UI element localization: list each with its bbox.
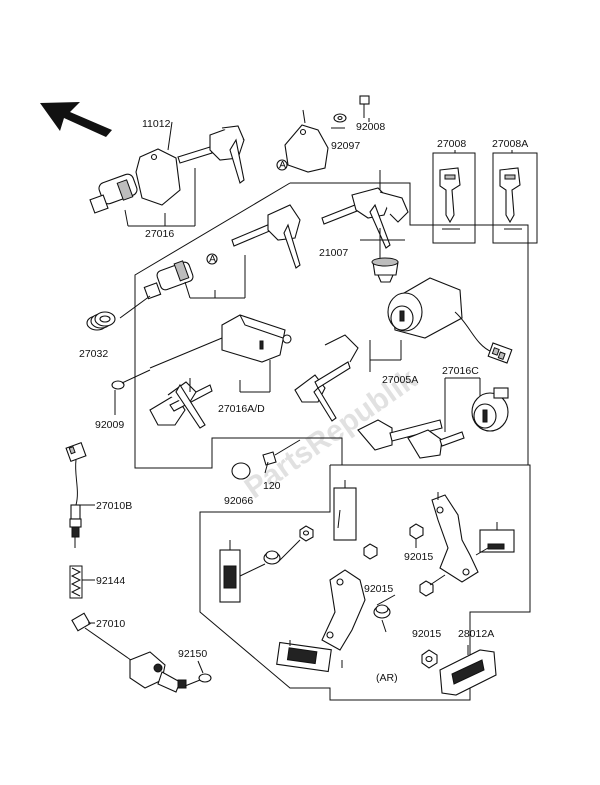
screw-92150 [184,673,212,687]
plate-11012 [135,148,181,206]
label-27016AD: 27016A/D [218,403,265,415]
label-120: 120 [263,480,281,492]
collar-center [373,604,391,619]
screw-92009 [111,369,151,390]
lock-cylinder-27016 [89,173,138,214]
bracket-right [431,492,479,583]
spring-92144 [69,565,83,599]
label-92144: 92144 [96,575,125,587]
key-tag-27008 [432,152,476,244]
label-27010: 27010 [96,618,125,630]
direction-arrow-icon [40,102,112,137]
key-middle-left [231,204,301,269]
label-92015-right: 92015 [404,551,433,563]
label-92008: 92008 [356,121,385,133]
key-tag-27008A [492,152,538,244]
key-pair-27016C [357,419,465,459]
label-92097: 92097 [331,140,360,152]
key-top-left [177,125,245,184]
cap-92066 [231,462,251,480]
label-21007: 21007 [319,247,348,259]
pad-28012A [439,649,497,696]
key-seat-left [149,381,213,429]
label-27010B: 27010B [96,500,132,512]
key-pair-21007 [321,187,409,249]
ignition-switch-27005A [387,277,513,364]
lock-cylinder-27016C [471,387,509,432]
label-28012A: 28012A [458,628,494,640]
label-11012: 11012 [142,118,171,130]
label-27016C: 27016C [442,365,479,377]
spring-27032 [86,311,116,331]
pad-top-center [333,480,357,541]
seat-lock-housing [221,314,292,363]
label-92009: 92009 [95,419,124,431]
pad-right [479,522,515,553]
nut-center-upper [363,543,378,560]
nut-left-upper [299,525,314,542]
label-27008: 27008 [437,138,466,150]
code-ar: (AR) [376,672,398,684]
label-92015-center: 92015 [364,583,393,595]
cap-21007 [371,257,399,283]
label-92015-bottom: 92015 [412,628,441,640]
label-92150: 92150 [178,648,207,660]
bracket-center [321,569,366,651]
switch-27010B [65,441,87,548]
bolt-right-upper [409,523,424,540]
label-27016: 27016 [145,228,174,240]
switch-27010 [71,612,187,693]
lock-cylinder-middle [143,260,194,300]
bracket-group-frame [199,464,531,701]
ref-a-2: A [209,253,216,265]
label-92066: 92066 [224,495,253,507]
main-group-frame [134,182,529,469]
ref-a-3: A [0,0,7,3]
key-seat-right [294,334,359,422]
label-27005A: 27005A [382,374,418,386]
label-27032: 27032 [79,348,108,360]
nut-92015-bottom [421,649,438,669]
label-27008A: 27008A [492,138,528,150]
bolt-92008 [359,95,370,118]
pad-left [219,540,241,603]
washer-92008 [333,113,347,123]
nut-right-lower [419,580,434,597]
collar-left [263,550,281,565]
bolt-120 [262,439,301,474]
pad-bottom-center [276,640,343,673]
